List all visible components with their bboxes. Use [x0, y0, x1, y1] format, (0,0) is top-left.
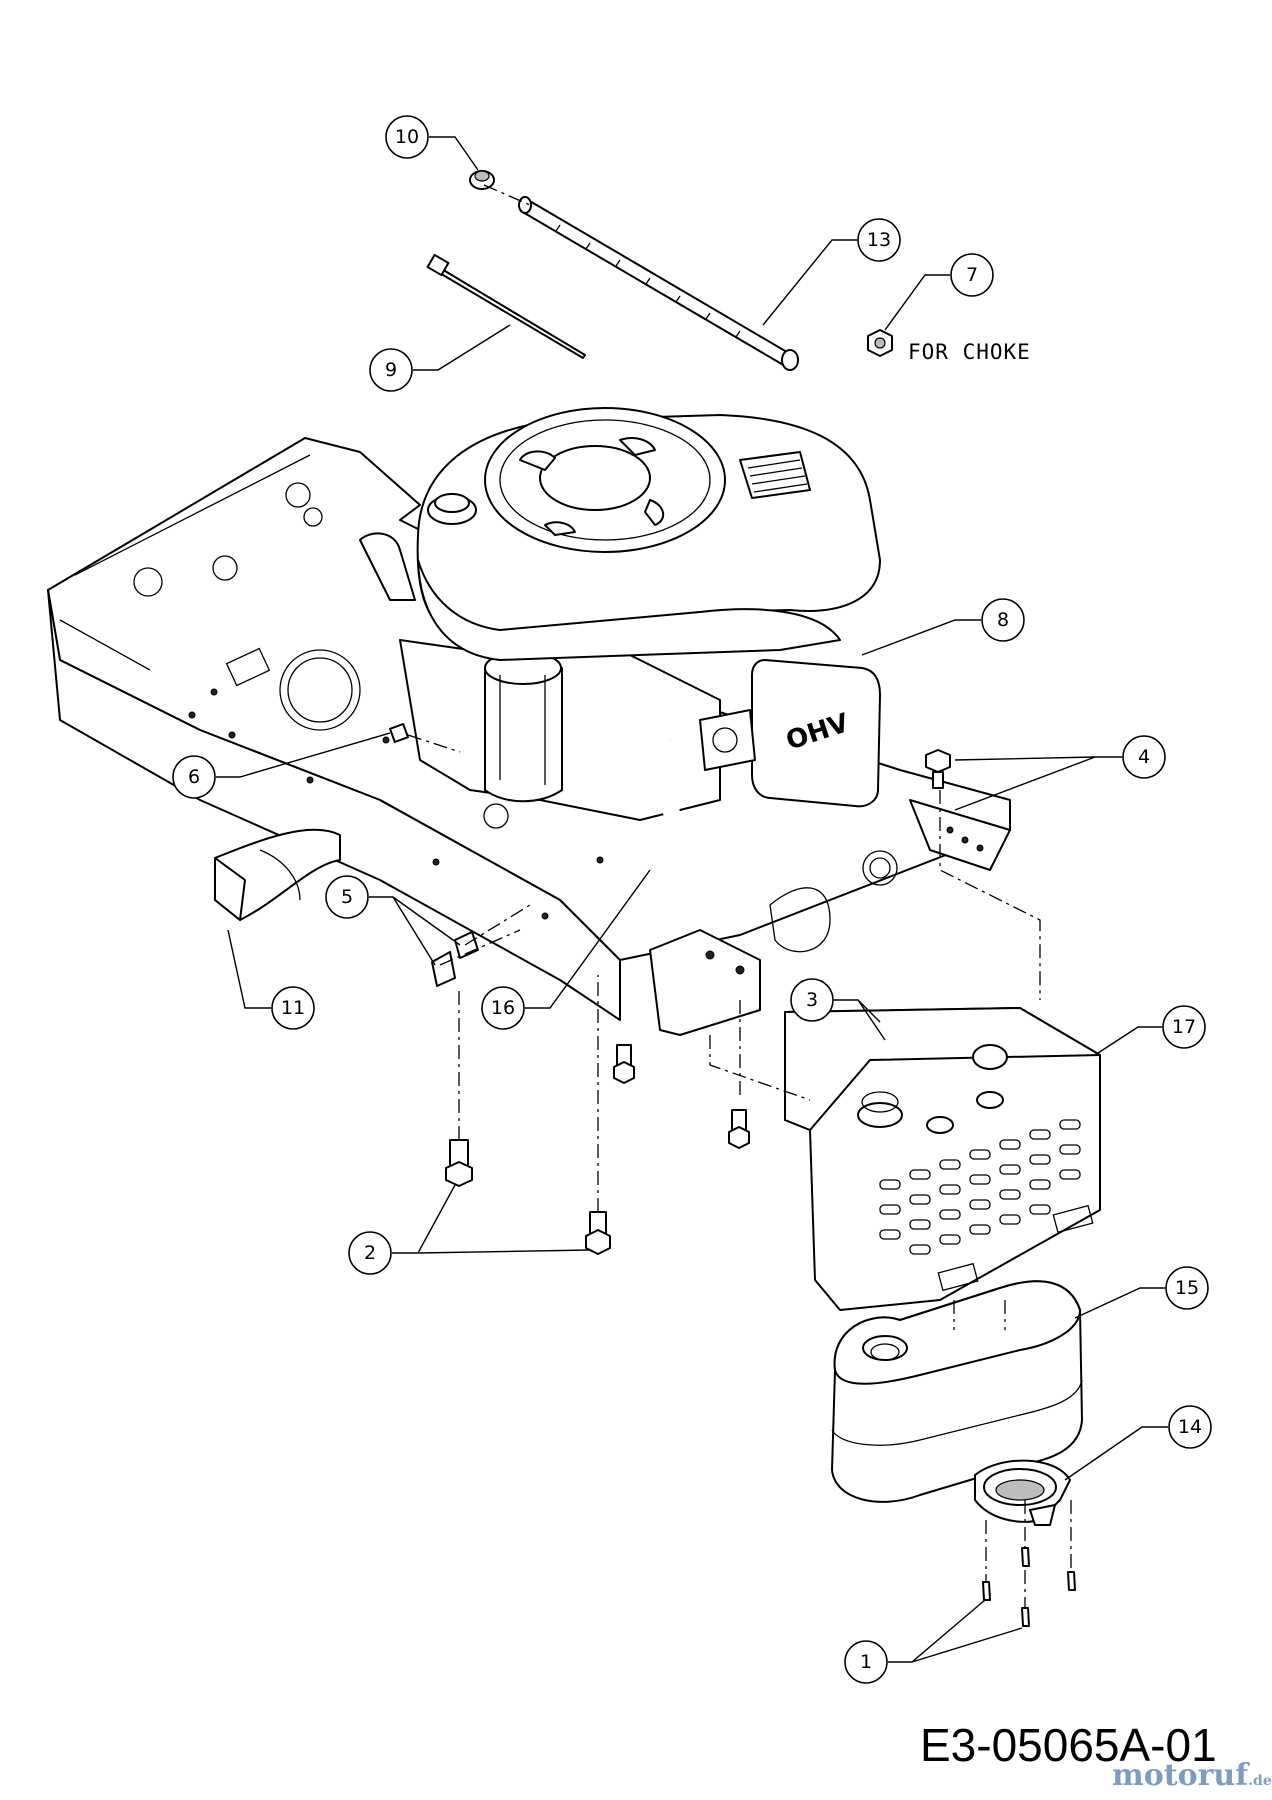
callout-8: 8: [981, 598, 1025, 642]
callout-2: 2: [348, 1231, 392, 1275]
callout-1: 1: [844, 1640, 888, 1684]
callout-7: 7: [950, 253, 994, 297]
callout-16: 16: [481, 986, 525, 1030]
callout-7-label: 7: [966, 264, 978, 286]
callout-6: 6: [172, 755, 216, 799]
watermark-text: motoruf: [1112, 1758, 1249, 1793]
callout-15: 15: [1165, 1266, 1209, 1310]
callout-16-label: 16: [491, 997, 515, 1019]
muffler-bracket: [649, 929, 761, 1036]
hose-clip: [469, 170, 495, 190]
choke-nut: [867, 329, 893, 357]
callout-17-label: 17: [1172, 1016, 1196, 1038]
muffler-guard: [784, 1007, 1101, 1311]
assembly-lines: [407, 184, 1072, 1608]
callout-15-label: 15: [1175, 1277, 1199, 1299]
callout-9-label: 9: [385, 359, 397, 381]
callout-10-label: 10: [395, 126, 419, 148]
callout-14: 14: [1168, 1405, 1212, 1449]
callout-5-label: 5: [341, 886, 353, 908]
callout-10: 10: [385, 115, 429, 159]
dipstick-tube: [518, 196, 799, 371]
callout-13-label: 13: [867, 229, 891, 251]
engine-assembly: OHV: [359, 407, 881, 961]
leader-lines: [216, 136, 1168, 1663]
exhaust-deflector: [974, 1459, 1071, 1526]
drawing-number: E3-05065A-01: [920, 1719, 1217, 1771]
watermark-tld: .de: [1248, 1773, 1272, 1789]
watermark: motoruf.de: [1112, 1758, 1272, 1793]
callout-6-label: 6: [188, 766, 200, 788]
callout-3: 3: [790, 978, 834, 1022]
callout-11-label: 11: [281, 997, 305, 1019]
callout-1-label: 1: [860, 1651, 872, 1673]
callout-4: 4: [1122, 735, 1166, 779]
callout-9: 9: [369, 348, 413, 392]
callout-8-label: 8: [997, 609, 1009, 631]
heat-shield-left: [214, 828, 341, 921]
callout-17: 17: [1162, 1005, 1206, 1049]
callout-14-label: 14: [1178, 1416, 1202, 1438]
callout-13: 13: [857, 218, 901, 262]
callout-11: 11: [271, 986, 315, 1030]
cable-tie: [426, 253, 586, 359]
callout-3-label: 3: [806, 989, 818, 1011]
choke-note: FOR CHOKE: [908, 340, 1031, 364]
callout-5: 5: [325, 875, 369, 919]
callout-2-label: 2: [364, 1242, 376, 1264]
callout-4-label: 4: [1138, 746, 1150, 768]
muffler: [831, 1280, 1083, 1503]
